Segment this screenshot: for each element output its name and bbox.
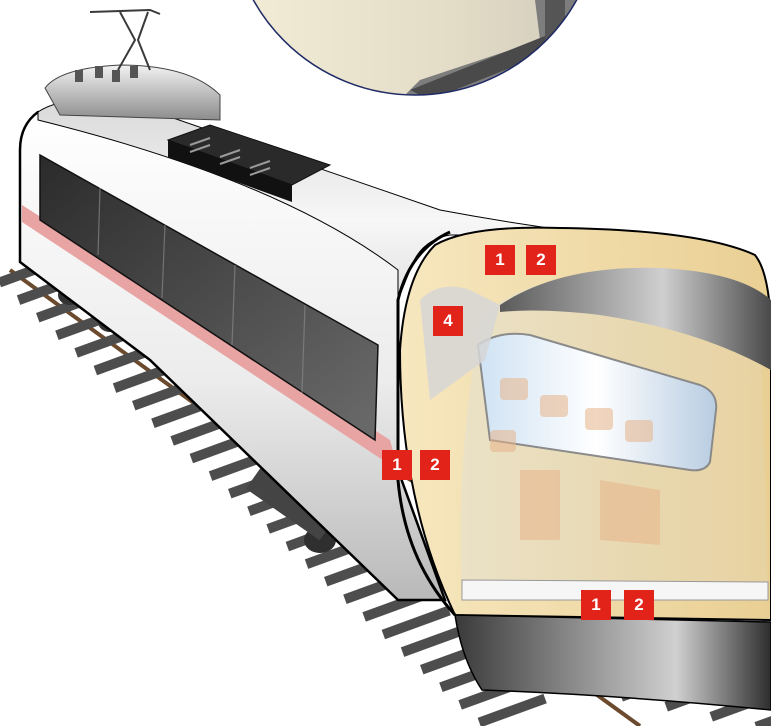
pantograph [90,10,160,70]
callout-floor-2: 2 [624,590,654,620]
callout-wall-1: 1 [382,450,412,480]
callout-side-4: 4 [433,306,463,336]
callout-roof-1: 1 [485,245,515,275]
callout-roof-2: 2 [526,245,556,275]
underframe [455,615,771,710]
callout-floor-1: 1 [581,590,611,620]
cabin-floor [462,580,768,600]
detail-magnifier-circle [230,0,600,100]
callout-wall-2: 2 [420,450,450,480]
